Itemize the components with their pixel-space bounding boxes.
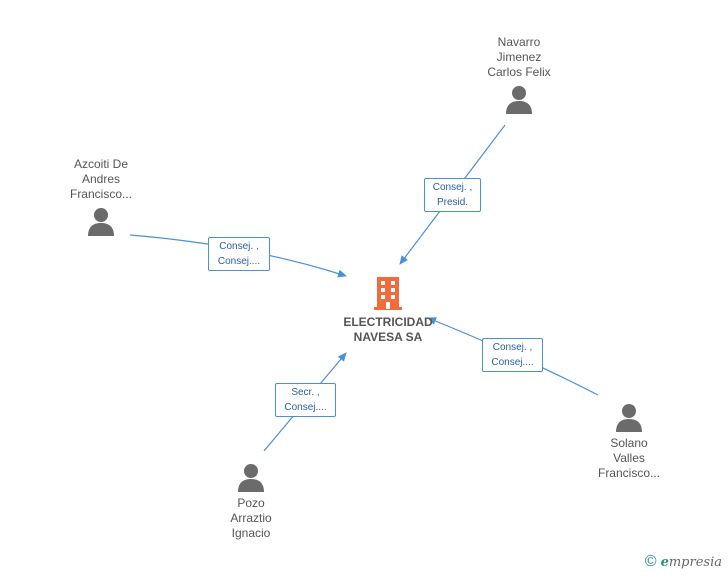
- person-name-line: Azcoiti De: [73, 157, 129, 171]
- role-line: Consej. ,: [219, 241, 259, 252]
- person-name-line: Valles: [613, 451, 645, 465]
- role-box-pozo[interactable]: Secr. , Consej....: [275, 383, 336, 417]
- person-icon: [88, 208, 114, 236]
- person-icon: [506, 86, 532, 114]
- role-line: Presid.: [436, 197, 469, 208]
- role-box-azcoiti[interactable]: Consej. , Consej....: [208, 237, 270, 271]
- person-name-line: Pozo: [237, 496, 265, 510]
- role-line: Secr. ,: [291, 387, 320, 398]
- person-name-line: Francisco...: [69, 187, 132, 201]
- brand-logo: empresia: [661, 555, 722, 570]
- person-pozo[interactable]: Pozo Arraztio Ignacio: [206, 462, 296, 541]
- role-box-navarro[interactable]: Consej. , Presid.: [424, 178, 481, 212]
- person-name-line: Solano: [610, 436, 648, 450]
- person-name-line: Ignacio: [231, 526, 271, 540]
- role-line: Consej. ,: [432, 182, 473, 193]
- copyright-symbol: ©: [644, 553, 657, 570]
- person-name-line: Francisco...: [597, 466, 660, 480]
- company-node[interactable]: ELECTRICIDAD NAVESA SA: [330, 275, 446, 345]
- person-name-line: Arraztio: [230, 511, 272, 525]
- role-box-solano[interactable]: Consej. , Consej....: [482, 338, 543, 372]
- building-icon: [374, 277, 402, 310]
- person-name-line: Andres: [81, 172, 121, 186]
- person-icon: [238, 464, 264, 492]
- person-solano[interactable]: Solano Valles Francisco...: [584, 402, 674, 481]
- role-line: Consej....: [284, 402, 327, 413]
- brand-initial: e: [660, 554, 669, 570]
- empresia-watermark: © empresia: [645, 553, 722, 571]
- person-azcoiti[interactable]: Azcoiti De Andres Francisco...: [56, 157, 146, 236]
- role-line: Consej....: [217, 256, 261, 267]
- person-icon: [616, 404, 642, 432]
- person-name-line: Navarro: [497, 35, 541, 49]
- person-name-line: Carlos Felix: [487, 65, 551, 79]
- role-line: Consej. ,: [492, 342, 533, 353]
- person-name-line: Jimenez: [496, 50, 542, 64]
- company-name-line1: ELECTRICIDAD: [343, 315, 433, 329]
- brand-rest: mpresia: [668, 554, 722, 570]
- person-navarro[interactable]: Navarro Jimenez Carlos Felix: [474, 35, 564, 114]
- company-name-line2: NAVESA SA: [353, 330, 423, 344]
- role-line: Consej....: [491, 357, 534, 368]
